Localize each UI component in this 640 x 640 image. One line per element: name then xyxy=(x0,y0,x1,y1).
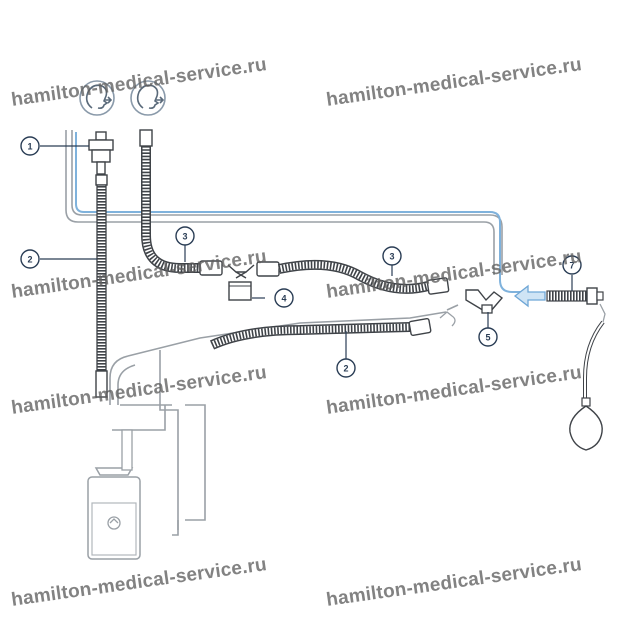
part-tube-3-long xyxy=(256,259,450,295)
svg-text:5: 5 xyxy=(485,333,490,343)
svg-text:3: 3 xyxy=(389,252,394,262)
humidifier-chamber xyxy=(87,429,141,560)
resuscitation-bag xyxy=(569,303,606,451)
part-tube-3-curved xyxy=(139,129,223,276)
part-y-piece-5 xyxy=(465,289,504,314)
part-tube-2-vertical xyxy=(95,174,108,398)
svg-text:3: 3 xyxy=(182,232,187,242)
callout-3-long: 3 xyxy=(382,246,402,266)
svg-text:2: 2 xyxy=(27,255,32,265)
callout-3-curved: 3 xyxy=(175,226,195,246)
svg-text:2: 2 xyxy=(343,364,348,374)
callout-4: 4 xyxy=(274,288,294,308)
patient-head-exhale-icon xyxy=(79,80,115,116)
callout-2-lower: 2 xyxy=(336,358,356,378)
patient-head-inhale-icon xyxy=(130,80,166,116)
callout-5: 5 xyxy=(478,327,498,347)
part-connector-1 xyxy=(88,131,114,175)
part-tube-2-lower xyxy=(209,311,456,350)
svg-text:7: 7 xyxy=(569,261,574,271)
svg-text:4: 4 xyxy=(281,294,286,304)
ventilator-connection-lines xyxy=(65,130,503,536)
part-water-trap-4 xyxy=(227,264,255,301)
gas-flow-line xyxy=(75,132,546,308)
svg-text:1: 1 xyxy=(27,142,32,152)
callout-7: 7 xyxy=(562,255,582,275)
part-catheter-mount-7 xyxy=(546,287,604,305)
callout-1: 1 xyxy=(20,136,40,156)
callout-2-vertical: 2 xyxy=(20,249,40,269)
